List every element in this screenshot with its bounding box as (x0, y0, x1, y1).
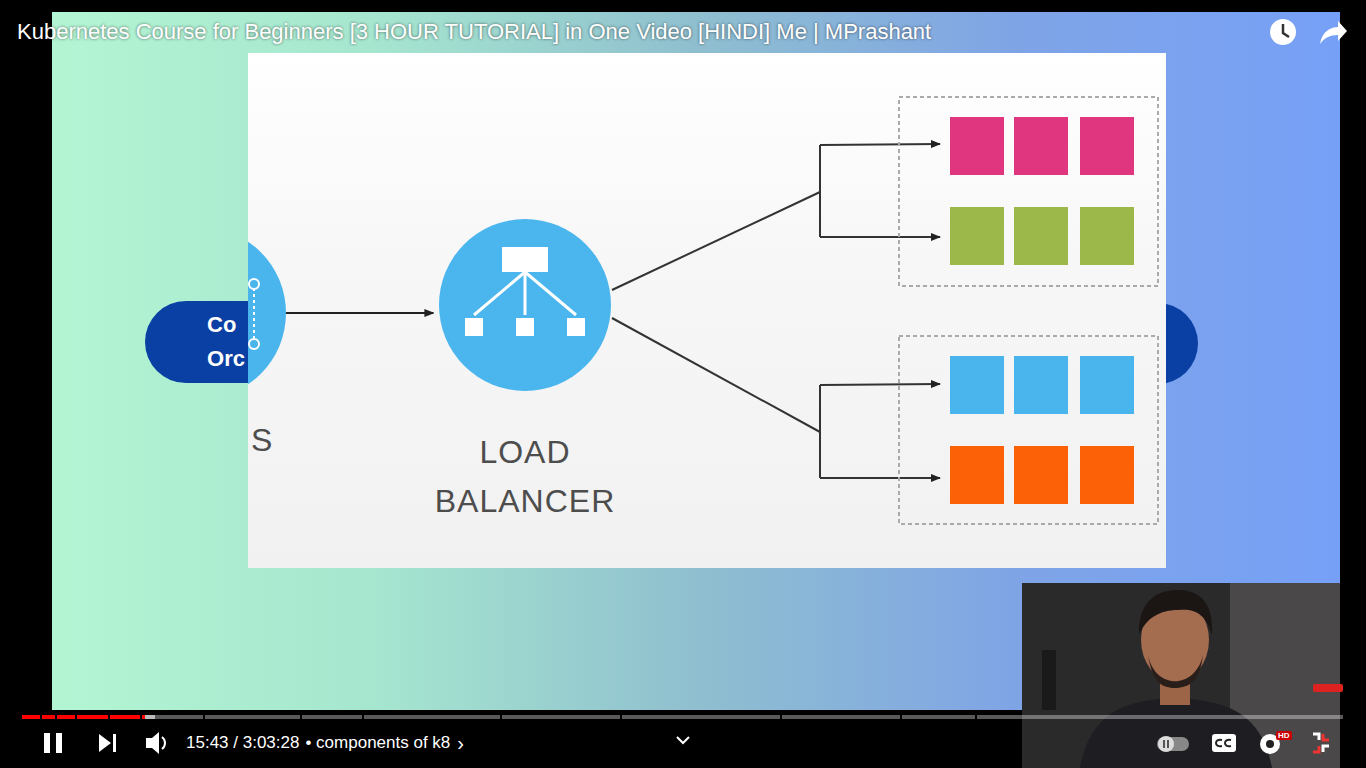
orchestration-pill: Co Orc (145, 301, 248, 383)
pill-text: Co Orc (207, 308, 245, 376)
video-title: Kubernetes Course for Beginners [3 HOUR … (17, 19, 1257, 45)
hd-badge: HD (1276, 731, 1292, 740)
time-display: 15:43 / 3:03:28 (186, 732, 299, 754)
time-row: 15:43 / 3:03:28 • components of k8 › (186, 732, 464, 754)
chapter-chevron: › (457, 732, 464, 754)
chapter-title: • components of k8 (305, 732, 450, 754)
node-heading: LOAD BALANCER (419, 428, 631, 526)
partial-heading: S (251, 420, 272, 460)
load-balancer-circle (439, 219, 611, 391)
load-balancer-node: LOAD BALANCER (419, 219, 631, 526)
